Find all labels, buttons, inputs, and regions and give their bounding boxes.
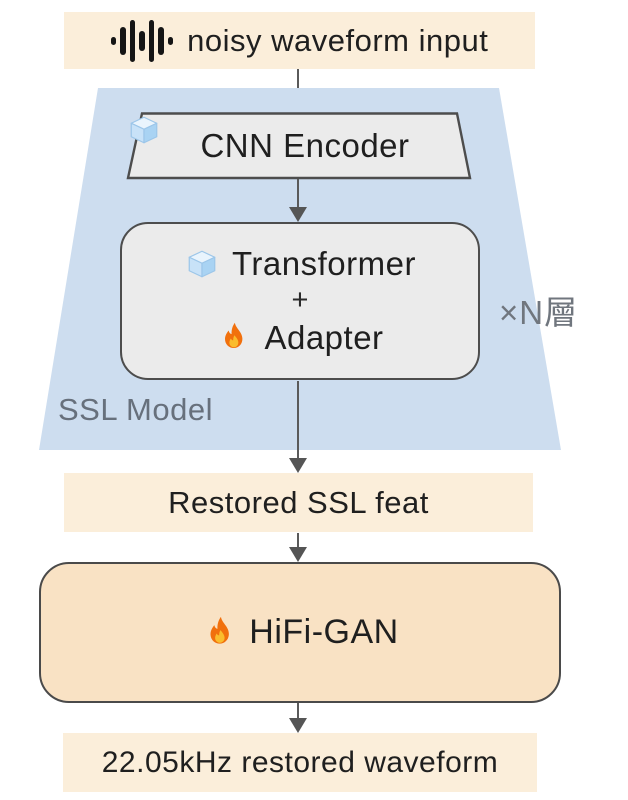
cnn-trapezoid-shape: [126, 112, 472, 180]
restored-feat-bar: Restored SSL feat: [64, 473, 533, 532]
restored-feat-label: Restored SSL feat: [168, 484, 429, 520]
cnn-encoder-label: CNN Encoder: [200, 127, 410, 164]
arrow-cnn-to-transformer: [289, 179, 307, 222]
hifigan-block: HiFi-GAN: [39, 562, 561, 703]
repeat-n-layers-label: ×N層: [499, 294, 579, 331]
hifigan-label: HiFi-GAN: [249, 613, 399, 651]
ssl-model-label: SSL Model: [58, 392, 213, 427]
cnn-encoder-block: CNN Encoder: [126, 112, 472, 180]
arrow-hifigan-to-output: [289, 703, 307, 733]
arrow-restored-to-hifigan: [289, 533, 307, 562]
transformer-adapter-block: Transformer + Adapter: [120, 222, 480, 380]
noisy-input-bar: noisy waveform input: [64, 12, 535, 69]
fire-icon: [201, 614, 239, 652]
arrow-transformer-to-restored: [289, 381, 307, 473]
adapter-label: Adapter: [264, 318, 384, 356]
output-waveform-bar: 22.05kHz restored waveform: [63, 733, 537, 792]
waveform-icon: [110, 19, 174, 63]
noisy-input-label: noisy waveform input: [187, 22, 489, 58]
fire-icon: [216, 320, 252, 356]
output-waveform-label: 22.05kHz restored waveform: [101, 745, 499, 779]
ice-icon: [184, 246, 220, 282]
plus-label: +: [291, 284, 309, 317]
transformer-label: Transformer: [232, 245, 416, 283]
